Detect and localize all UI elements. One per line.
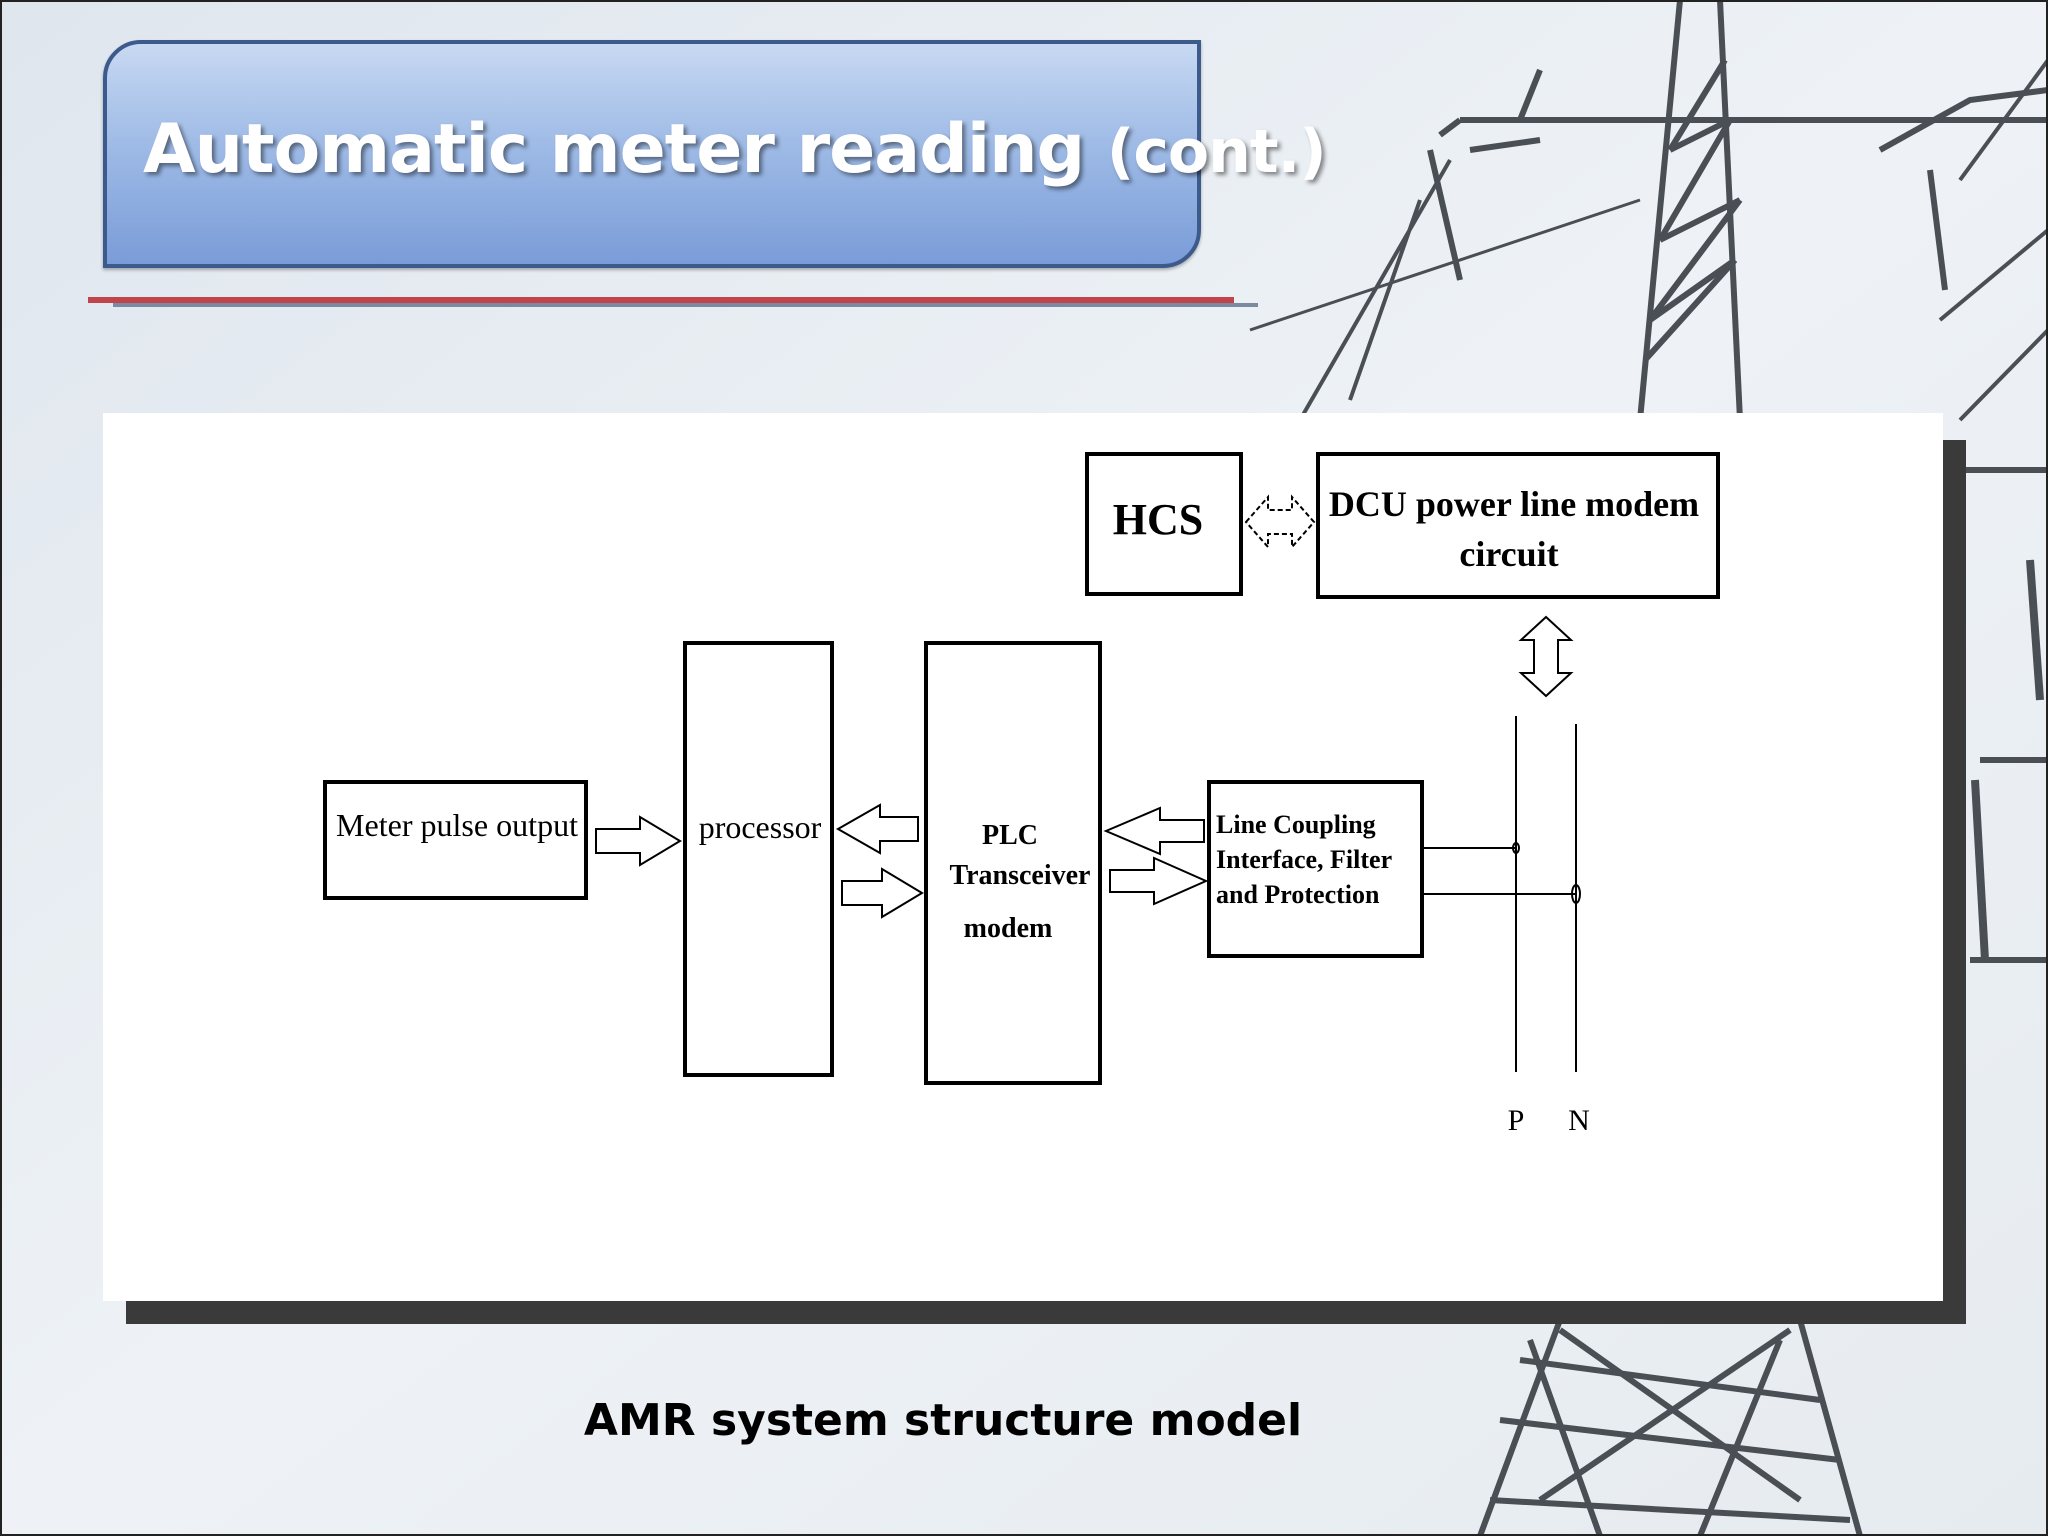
- processor-block: [683, 641, 834, 1077]
- plc-coupling-arrow: [1109, 856, 1209, 906]
- slide-title: Automatic meter reading (cont.): [143, 110, 1327, 189]
- meter-block: [323, 780, 588, 900]
- dcu-block: [1316, 452, 1720, 599]
- title-banner: Automatic meter reading (cont.): [103, 40, 1327, 268]
- meter-processor-arrow: [595, 815, 682, 867]
- diagram-panel: [103, 413, 1943, 1301]
- hcs-dcu-arrow: [1244, 494, 1316, 550]
- coupling-label-line2: Interface, Filter: [1216, 845, 1392, 874]
- figure-caption: AMR system structure model: [583, 1395, 1303, 1446]
- coupling-label-line3: and Protection: [1216, 880, 1380, 909]
- processor-plc-arrow: [841, 867, 924, 919]
- plc-block: [924, 641, 1102, 1085]
- hcs-label: HCS: [1113, 495, 1203, 544]
- phase-label: P: [1508, 1104, 1525, 1137]
- dcu-label-line1: DCU power line modem: [1329, 484, 1699, 524]
- title-underline-gray: [113, 303, 1258, 307]
- meter-label: Meter pulse output: [336, 807, 578, 843]
- hcs-block: [1085, 452, 1243, 596]
- plc-label-line2: Transceiver: [950, 860, 1091, 891]
- dcu-label-line2: circuit: [1459, 534, 1558, 574]
- plc-label-line1: PLC: [982, 820, 1038, 851]
- dcu-lines-arrow: [1518, 615, 1574, 698]
- plc-processor-arrow: [835, 803, 919, 855]
- plc-label-line3: modem: [964, 913, 1053, 944]
- processor-label: processor: [699, 809, 822, 845]
- title-sub: (cont.): [1106, 117, 1327, 187]
- coupling-block: [1207, 780, 1424, 958]
- title-main: Automatic meter reading: [143, 110, 1085, 189]
- title-underline-red: [88, 297, 1234, 303]
- neutral-label: N: [1568, 1104, 1590, 1137]
- coupling-label-line1: Line Coupling: [1216, 810, 1376, 839]
- coupling-plc-arrow: [1103, 806, 1205, 856]
